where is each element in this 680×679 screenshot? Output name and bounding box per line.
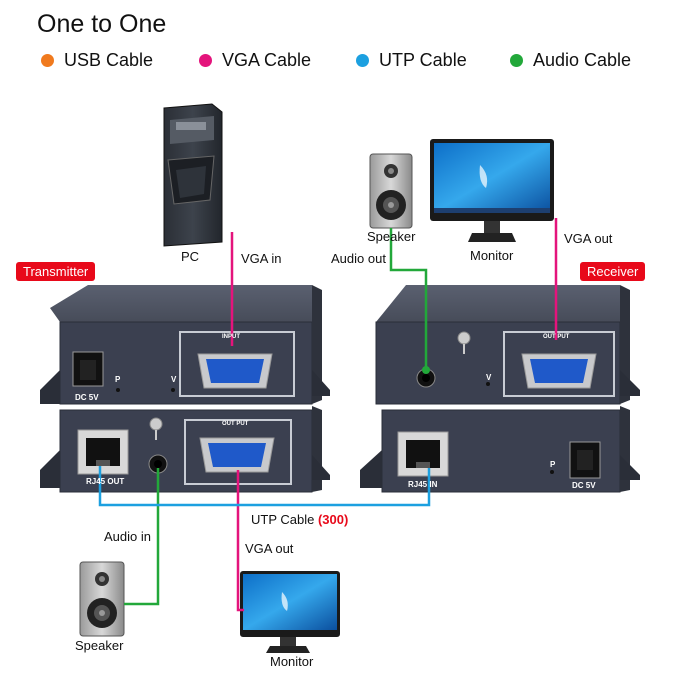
tx-input-port-label: INPUT [222, 334, 240, 340]
rx-p-label: P [550, 460, 556, 469]
monitor-bottom-label: Monitor [270, 654, 314, 669]
utp-cable-text: UTP Cable [251, 512, 318, 527]
usb-dot-icon [41, 54, 54, 67]
speaker-bottom-label: Speaker [75, 638, 124, 653]
tx-p-label: P [115, 375, 121, 384]
receiver-device [360, 285, 640, 493]
audio-in-label: Audio in [104, 529, 151, 544]
monitor-bottom-icon [240, 571, 340, 653]
vga-dot-icon [199, 54, 212, 67]
legend-label-vga: VGA Cable [222, 50, 312, 70]
legend-item-utp: UTP Cable [356, 50, 467, 71]
vga-in-label: VGA in [241, 251, 282, 266]
utp-dot-icon [356, 54, 369, 67]
utp-cable-label: UTP Cable (300) [251, 512, 348, 527]
rx-v-label: V [486, 373, 492, 382]
monitor-top-icon [430, 139, 554, 242]
audio-cable-rx-to-speaker [389, 228, 428, 372]
audio-out-label: Audio out [331, 251, 386, 266]
legend-item-vga: VGA Cable [199, 50, 311, 71]
tx-dc-label: DC 5V [75, 393, 99, 402]
rx-dc-label: DC 5V [572, 481, 596, 490]
vga-cable-tx-to-monitor [236, 470, 244, 612]
audio-dot-icon [510, 54, 523, 67]
rj45-out-label: RJ45 OUT [86, 477, 125, 486]
speaker-bottom-icon [79, 561, 125, 637]
receiver-tag: Receiver [580, 262, 646, 281]
transmitter-device [40, 285, 330, 493]
tx-v-label: V [171, 375, 177, 384]
legend-label-usb: USB Cable [64, 50, 154, 70]
utp-cable [98, 466, 431, 507]
vga-out-bottom-label: VGA out [245, 541, 294, 556]
pc-label: PC [181, 249, 200, 264]
monitor-top-label: Monitor [470, 248, 514, 263]
legend-item-usb: USB Cable [41, 50, 153, 71]
legend-item-audio: Audio Cable [510, 50, 631, 71]
transmitter-tag: Transmitter [16, 262, 96, 281]
speaker-top-label: Speaker [367, 229, 416, 244]
audio-cable-tx-to-speaker [124, 468, 160, 606]
diagram-title: One to One [37, 10, 167, 38]
rj45-in-label: RJ45 IN [408, 480, 438, 489]
tx-output-port-label: OUT PUT [222, 421, 249, 427]
rx-output-port-label: OUT PUT [543, 334, 570, 340]
legend-label-audio: Audio Cable [533, 50, 632, 70]
legend: USB Cable VGA Cable UTP Cable Audio Cabl… [0, 50, 680, 76]
speaker-top-icon [369, 153, 413, 229]
legend-label-utp: UTP Cable [379, 50, 467, 70]
utp-length-text: (300) [317, 512, 349, 527]
pc-tower-icon [163, 103, 223, 247]
vga-out-top-label: VGA out [564, 231, 613, 246]
